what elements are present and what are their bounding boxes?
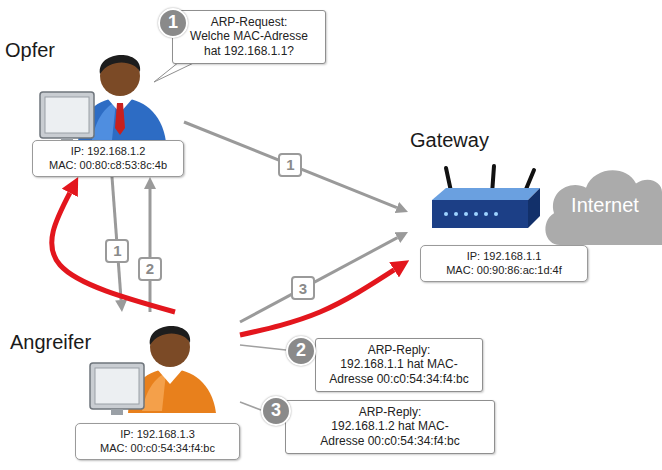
monitor-back <box>95 368 139 404</box>
cloud-shape <box>545 170 662 245</box>
step-number: 1 <box>158 8 188 38</box>
actor-node: AngreiferIP: 192.168.1.3MAC: 00:c0:54:34… <box>10 312 240 460</box>
step-number: 2 <box>286 336 316 366</box>
actor-name: Gateway <box>410 128 489 152</box>
victim-tie <box>115 103 125 135</box>
router-side <box>528 188 540 228</box>
step-number-text: 3 <box>271 400 281 422</box>
step-number: 3 <box>261 396 291 426</box>
address-box: IP: 192.168.1.3MAC: 00:c0:54:34:f4:bc <box>75 423 240 460</box>
step-badge: 2 <box>138 257 162 281</box>
cloud-label: Internet <box>563 188 639 217</box>
spoofed-traffic-arrow <box>52 193 175 312</box>
address-line: IP: 192.168.1.2 <box>43 144 173 158</box>
actor-node: OpferIP: 192.168.1.2MAC: 00:80:c8:53:8c:… <box>5 38 184 177</box>
message-text: 192.168.1.1 hat MAC-Adresse 00:c0:54:34:… <box>324 357 474 386</box>
spoofed-traffic-arrow <box>240 270 394 335</box>
message-text: 192.168.1.2 hat MAC-Adresse 00:c0:54:34:… <box>315 419 465 448</box>
address-box: IP: 192.168.1.2MAC: 00:80:c8:53:8c:4b <box>32 140 184 177</box>
step-badge: 3 <box>291 276 315 300</box>
message-type: ARP-Reply: <box>294 405 486 419</box>
victim-monitor <box>40 92 94 144</box>
router-lights <box>444 212 498 216</box>
message-arrow <box>184 122 397 208</box>
router-front <box>432 200 528 228</box>
monitor-stand <box>111 409 123 415</box>
step-number-text: 2 <box>296 340 306 362</box>
victim-hair <box>100 55 140 74</box>
speech-bubble: 2ARP-Reply:192.168.1.1 hat MAC-Adresse 0… <box>315 338 483 392</box>
message-arrow <box>240 238 397 322</box>
message-type: ARP-Reply: <box>324 343 474 357</box>
actor-name: Angreifer <box>10 330 91 354</box>
router-icon <box>432 166 540 228</box>
shirt-collar <box>157 369 183 384</box>
shirt-highlight <box>92 102 116 140</box>
attacker-monitor <box>90 363 144 415</box>
shirt-highlight <box>142 373 166 411</box>
attacker-hair <box>150 326 190 345</box>
step-badge: 1 <box>278 153 302 177</box>
address-line: MAC: 00:80:c8:53:8c:4b <box>43 158 173 172</box>
address-line: IP: 192.168.1.3 <box>86 427 229 441</box>
step-number-text: 1 <box>168 12 178 34</box>
monitor-frame <box>40 92 94 138</box>
internet-cloud: Internet <box>540 160 662 245</box>
speech-bubble: 1ARP-Request:Welche MAC-Adresse hat 192.… <box>172 10 326 64</box>
step-badge: 1 <box>105 239 129 263</box>
monitor-back <box>45 97 89 133</box>
router-top <box>432 188 540 200</box>
actor-name: Opfer <box>5 38 55 62</box>
address-line: MAC: 00:90:86:ac:1d:4f <box>431 263 577 277</box>
address-line: MAC: 00:c0:54:34:f4:bc <box>86 441 229 455</box>
leader-line <box>240 345 286 350</box>
message-arrow <box>149 189 152 312</box>
address-box: IP: 192.168.1.1MAC: 00:90:86:ac:1d:4f <box>420 245 588 282</box>
leader-line <box>240 402 261 410</box>
message-text: Welche MAC-Adresse hat 192.168.1.1? <box>181 29 317 58</box>
address-line: IP: 192.168.1.1 <box>431 249 577 263</box>
monitor-frame <box>90 363 144 409</box>
speech-bubble: 3ARP-Reply:192.168.1.2 hat MAC-Adresse 0… <box>285 400 495 454</box>
message-type: ARP-Request: <box>181 15 317 29</box>
